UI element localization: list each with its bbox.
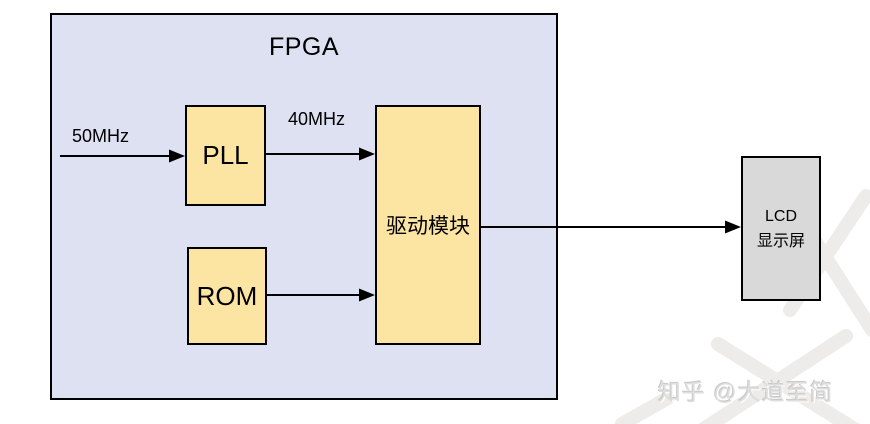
lcd-label-line2: 显示屏 (756, 232, 805, 250)
fpga-container-box: FPGA (50, 13, 558, 400)
lcd-label-line1: LCD (764, 207, 797, 225)
driver-module-label: 驱动模块 (386, 215, 470, 238)
pll-label: PLL (202, 140, 249, 170)
fpga-title: FPGA (268, 33, 340, 61)
node-pll: PLL (185, 105, 266, 206)
node-rom: ROM (187, 247, 267, 345)
watermark-text: 知乎 @大道至简 (658, 379, 834, 405)
edge-label-40mhz: 40MHz (288, 109, 346, 129)
edge-label-50mhz: 50MHz (72, 126, 130, 146)
node-driver-module: 驱动模块 (375, 105, 481, 345)
node-lcd-display: LCD 显示屏 (741, 156, 821, 301)
rom-label: ROM (196, 280, 258, 311)
